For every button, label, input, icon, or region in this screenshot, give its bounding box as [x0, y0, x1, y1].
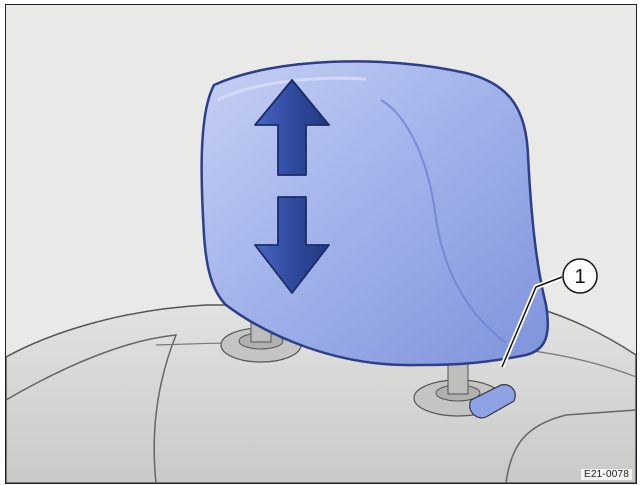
figure-code: E21-0078	[581, 469, 632, 480]
illustration-frame: 1 E21-0078	[5, 4, 637, 484]
headrest-illustration: 1	[6, 5, 636, 483]
callout-number: 1	[574, 266, 585, 288]
headrest	[202, 61, 548, 365]
